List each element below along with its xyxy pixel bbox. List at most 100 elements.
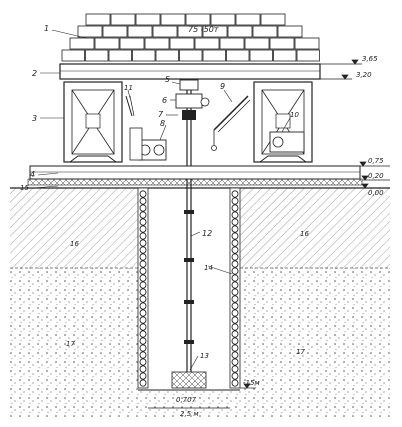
pile-ring (139, 295, 147, 303)
pile-ring (231, 197, 239, 205)
elevation-320: 3,20 (356, 71, 372, 79)
load-block (132, 49, 156, 62)
pile-ring (231, 190, 239, 198)
soil-bottom (138, 390, 240, 418)
elevation-markers (148, 59, 390, 409)
pile-ring (231, 365, 239, 373)
pile-ring (231, 379, 239, 387)
pile-ring (139, 260, 147, 268)
platform (27, 165, 363, 186)
elevation-365: 3,65 (362, 55, 378, 63)
callout-labels: 1 2 3 4 15 5 6 7 8 9 10 11 12 14 13 16 1… (20, 24, 309, 360)
pile-ring (231, 239, 239, 247)
pile-ring (139, 337, 147, 345)
callout-16-right: 16 (300, 230, 309, 238)
soil-lower-left (10, 268, 138, 418)
pile-ring-chain-right (231, 190, 239, 387)
pile-ring (231, 267, 239, 275)
pile-ring (231, 211, 239, 219)
load-block (69, 37, 95, 50)
load-block (227, 25, 253, 38)
load-block (177, 25, 203, 38)
load-block (294, 37, 320, 50)
load-block (185, 13, 211, 26)
load-block (249, 49, 273, 62)
pile-ring (139, 316, 147, 324)
pile-ring (231, 204, 239, 212)
pile-ring (231, 316, 239, 324)
pile-ring (231, 253, 239, 261)
load-block (226, 49, 250, 62)
load-block (160, 13, 186, 26)
pile-ring-chain-left (139, 190, 147, 387)
pile-ring (139, 309, 147, 317)
load-block (144, 37, 170, 50)
load-blocks (61, 13, 320, 62)
pile-ring (231, 302, 239, 310)
shaft-walls (137, 187, 241, 391)
pile-ring (139, 302, 147, 310)
callout-15: 15 (20, 184, 29, 192)
callout-9: 9 (220, 82, 225, 91)
callout-1: 1 (44, 24, 49, 33)
motor-right (269, 131, 305, 153)
callout-4: 4 (30, 170, 35, 179)
elevation-labels: 3,65 3,20 0,75 0,20 0,00 -15м 0,707 2,5 … (176, 55, 384, 418)
load-block (202, 25, 228, 38)
load-block (210, 13, 236, 26)
callout-5: 5 (165, 75, 170, 84)
load-block (269, 37, 295, 50)
pile-ring (139, 365, 147, 373)
pile-ring (139, 330, 147, 338)
load-block (260, 13, 286, 26)
pile-ring (139, 344, 147, 352)
lever (125, 95, 135, 117)
crossbeam (59, 63, 321, 80)
pile-ring (139, 351, 147, 359)
soil-upper-left (10, 188, 138, 268)
callout-8: 8 (160, 119, 165, 128)
soil-layers (10, 187, 390, 418)
load-block (155, 49, 179, 62)
load-block (235, 13, 261, 26)
leader-lines (33, 29, 291, 371)
platform-deck (29, 165, 361, 180)
callout-14: 14 (204, 264, 213, 272)
load-block (119, 37, 145, 50)
pile-ring (139, 274, 147, 282)
callout-10: 10 (290, 111, 299, 119)
pile-ring (139, 197, 147, 205)
pile-ring (139, 281, 147, 289)
pile-ring (231, 260, 239, 268)
pile-ring (231, 232, 239, 240)
pile-ring (139, 246, 147, 254)
elevation-020: 0,20 (368, 172, 384, 180)
dimension-25m: 2,5 м (180, 410, 199, 418)
load-block (169, 37, 195, 50)
load-block (110, 13, 136, 26)
pile-ring (139, 288, 147, 296)
callout-17: 17 (66, 340, 75, 348)
elevation-075: 0,75 (368, 157, 384, 165)
callout-13: 13 (200, 352, 209, 360)
load-block (252, 25, 278, 38)
callout-17-right: 17 (296, 348, 305, 356)
elevation-bottom: -15м (243, 379, 260, 387)
pile-ring (231, 358, 239, 366)
platform-sill (27, 178, 363, 186)
load-block (94, 37, 120, 50)
load-block (194, 37, 220, 50)
pile-ring (231, 309, 239, 317)
pile-ring (139, 190, 147, 198)
pile-ring (231, 351, 239, 359)
load-block (77, 25, 103, 38)
pile-ring (231, 246, 239, 254)
soil-lower-right (240, 268, 390, 418)
pile-ring (139, 267, 147, 275)
pile-ring (231, 274, 239, 282)
load-block (135, 13, 161, 26)
load-block (127, 25, 153, 38)
pile-ring (139, 218, 147, 226)
